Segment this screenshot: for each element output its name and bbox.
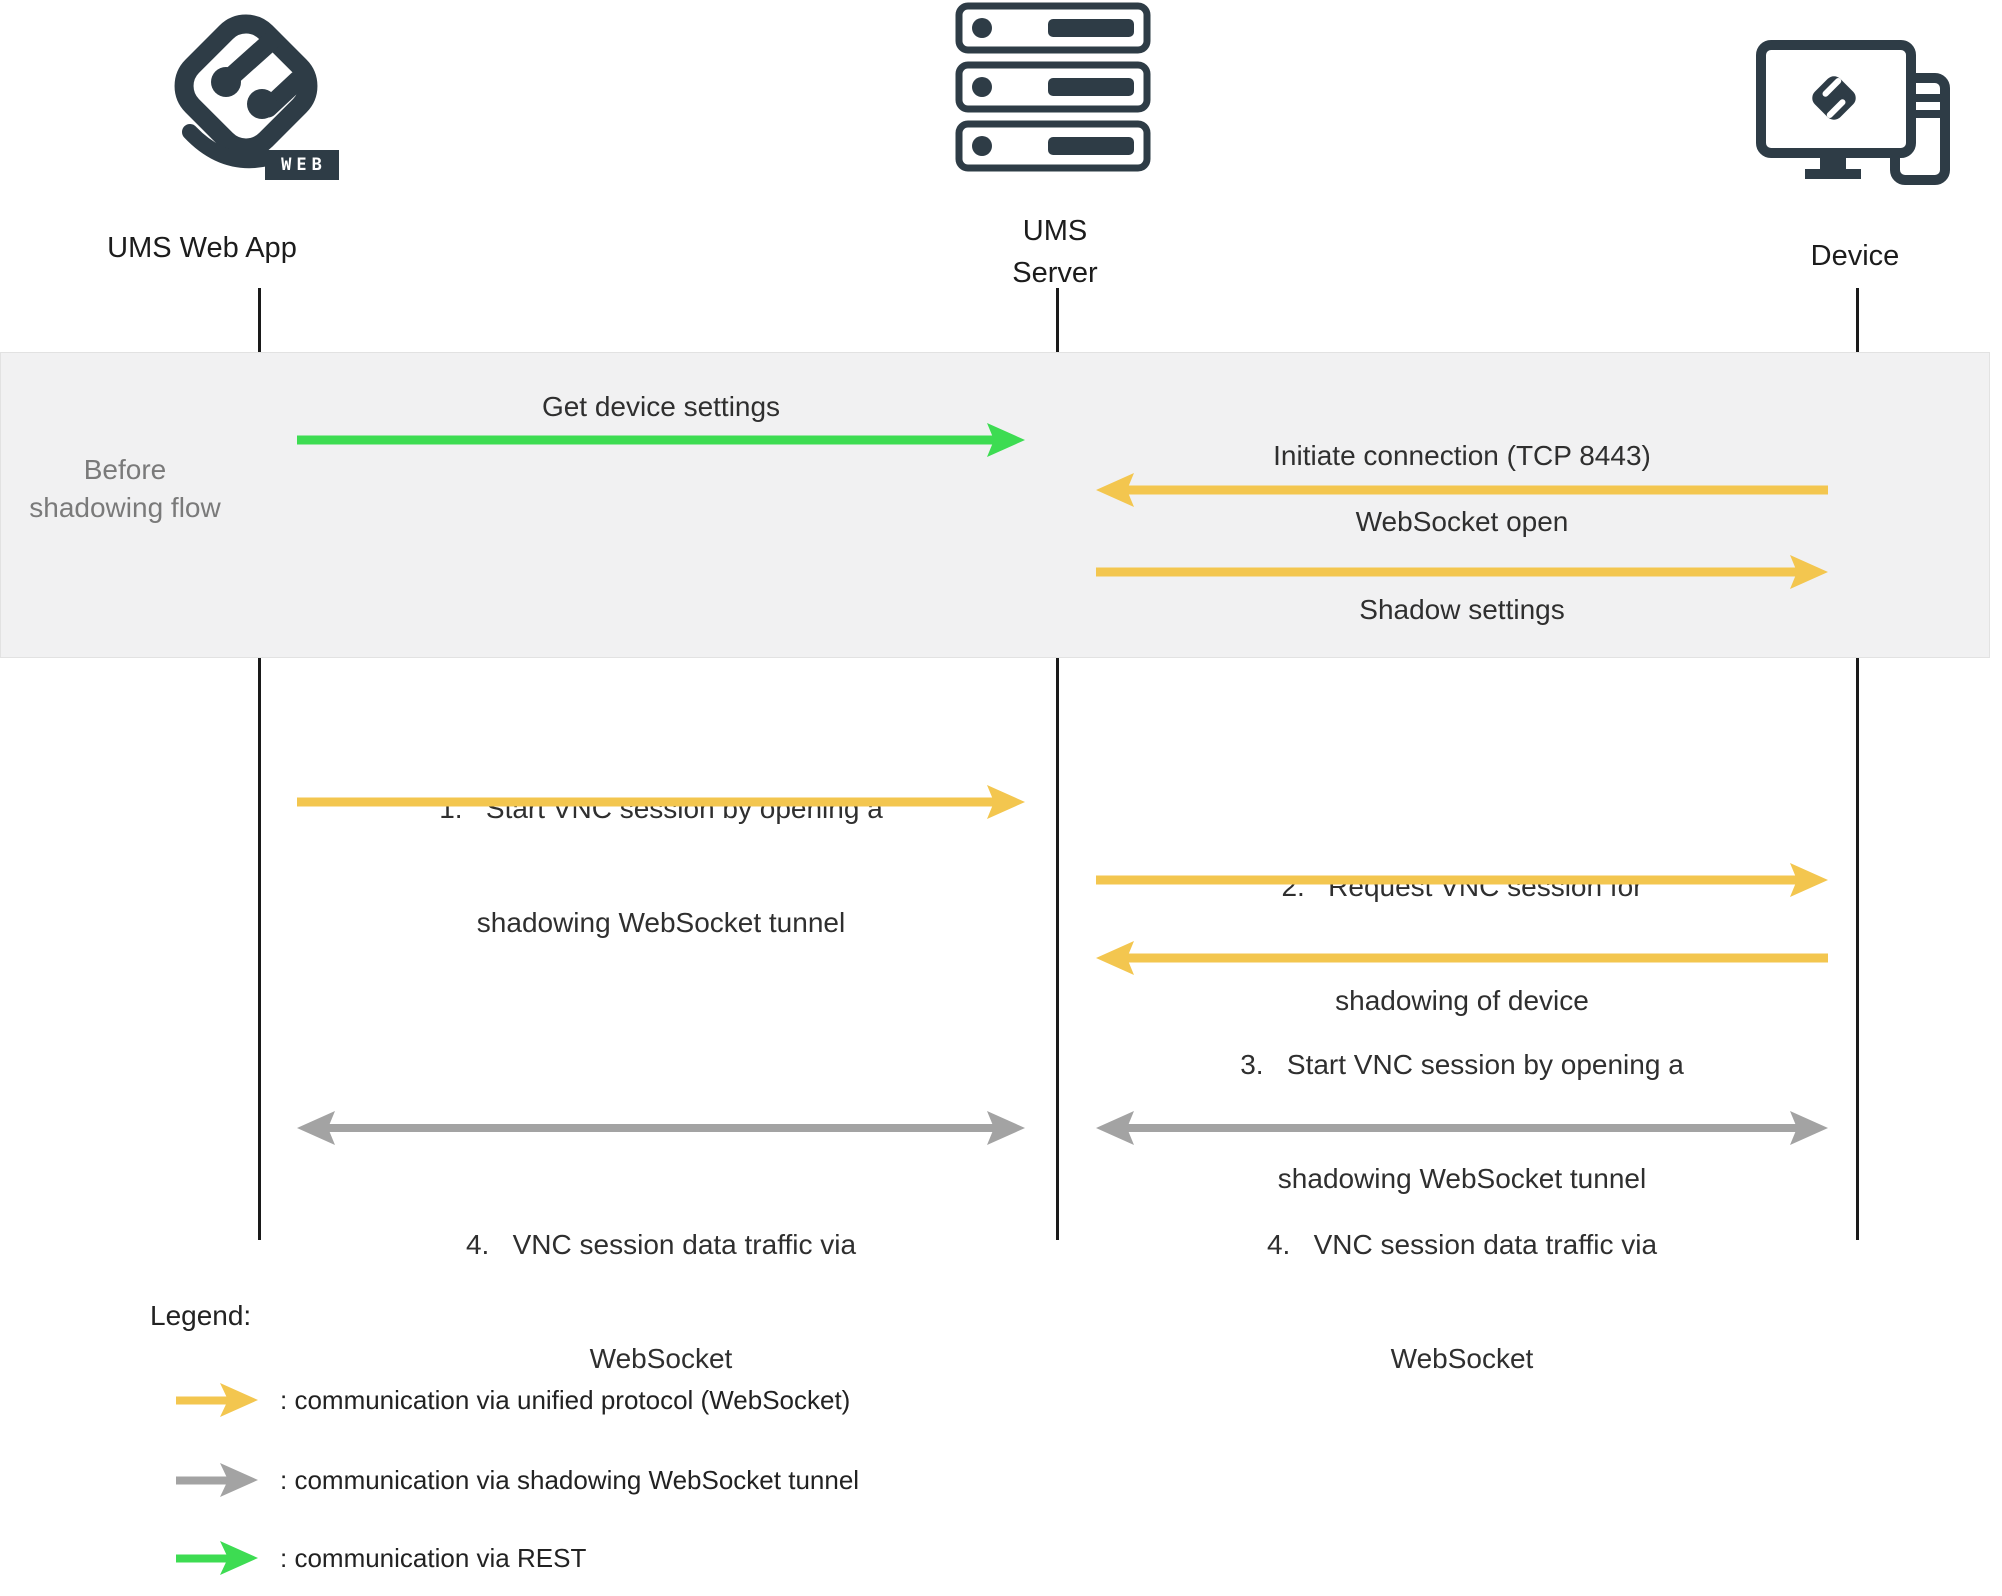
legend-item-unified-protocol: : communication via unified protocol (We… (280, 1385, 851, 1415)
device-icon (1756, 40, 1952, 188)
message-step2: 2. Request VNC session for shadowing of … (1281, 871, 1643, 1016)
ums-web-app-logo-icon (162, 8, 340, 182)
gray-arrow-icon (176, 1463, 258, 1497)
actor-label-ums-server: UMS Server (1012, 215, 1098, 289)
ums-server-icon (955, 2, 1151, 174)
lifeline-ums-web-app (258, 288, 261, 1240)
rest-arrow-get-device-settings (297, 423, 1025, 457)
unified-arrow-step3 (1096, 941, 1828, 975)
tunnel-arrow-step4-right (1096, 1111, 1828, 1145)
legend-title: Legend: (150, 1300, 252, 1331)
unified-arrow-step2 (1096, 863, 1828, 897)
message-websocket-open: WebSocket open (1355, 506, 1569, 537)
before-shadowing-section (0, 352, 1990, 658)
lifeline-ums-server (1056, 288, 1059, 1240)
message-step1: 1. Start VNC session by opening a shadow… (439, 793, 883, 938)
tunnel-arrow-step4-left (297, 1111, 1025, 1145)
message-step4-right: 4. VNC session data traffic via WebSocke… (1266, 1229, 1658, 1374)
lifeline-device (1856, 288, 1859, 1240)
web-badge: WEB (265, 150, 339, 180)
actor-label-device: Device (1810, 240, 1900, 272)
message-get-device-settings: Get device settings (541, 391, 781, 422)
message-step3: 3. Start VNC session by opening a shadow… (1240, 1049, 1684, 1194)
before-shadowing-label: Before shadowing flow (29, 454, 221, 523)
yellow-arrow-icon (176, 1383, 258, 1417)
unified-arrow-initiate-connection (1096, 473, 1828, 507)
green-arrow-icon (176, 1541, 258, 1575)
message-shadow-settings: Shadow settings (1359, 594, 1565, 625)
unified-arrow-websocket-open (1096, 555, 1828, 589)
message-initiate-connection: Initiate connection (TCP 8443) (1273, 440, 1651, 471)
legend-item-rest: : communication via REST (280, 1543, 587, 1573)
message-step4-left: 4. VNC session data traffic via WebSocke… (465, 1229, 857, 1374)
unified-arrow-step1 (297, 785, 1025, 819)
legend-item-shadowing-tunnel: : communication via shadowing WebSocket … (280, 1465, 860, 1495)
actor-label-ums-web-app: UMS Web App (107, 232, 297, 264)
